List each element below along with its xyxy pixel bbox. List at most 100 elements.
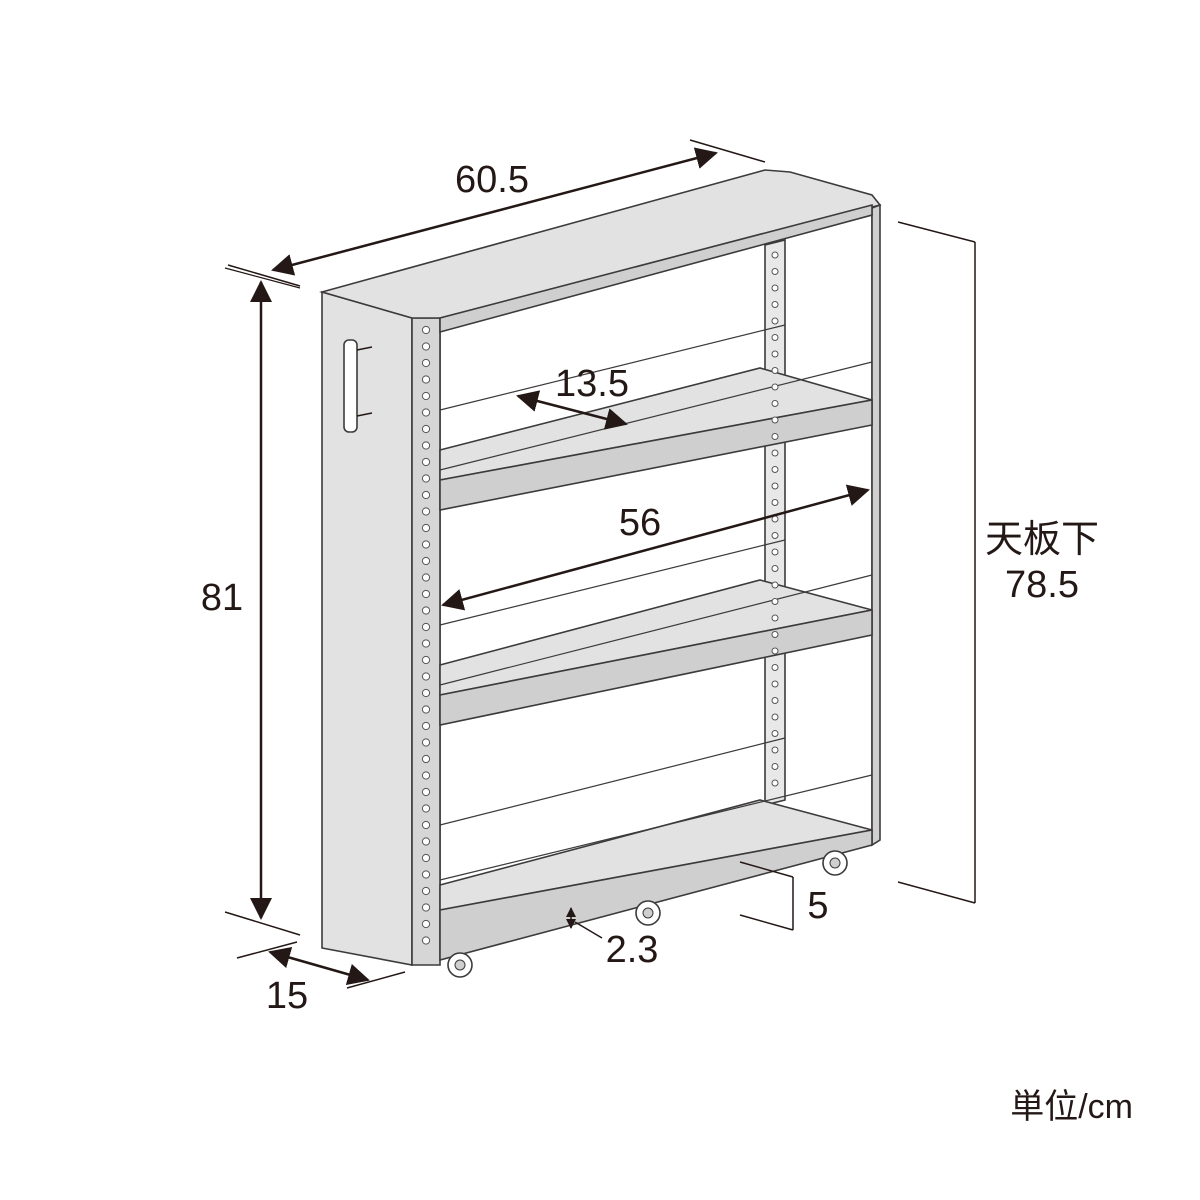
front-hole xyxy=(421,573,431,582)
rear-hole xyxy=(771,334,779,341)
front-hole xyxy=(421,342,431,351)
rear-hole xyxy=(771,416,779,424)
rear-hole xyxy=(771,367,779,374)
rear-hole xyxy=(771,251,779,259)
rear-hole xyxy=(771,482,779,490)
rear-hole xyxy=(771,449,779,457)
rear-hole xyxy=(771,350,779,358)
handle[interactable] xyxy=(343,339,358,433)
left-side-panel xyxy=(321,290,413,966)
front-hole xyxy=(421,358,431,368)
rear-hole xyxy=(771,730,779,737)
height-label: 81 xyxy=(201,577,243,619)
dimension-shelf-thickness: 2.3 xyxy=(566,907,659,971)
front-hole xyxy=(421,688,431,698)
rear-hole xyxy=(771,763,779,770)
under-top-value: 78.5 xyxy=(1005,564,1079,606)
rear-hole xyxy=(771,680,779,688)
front-hole xyxy=(421,837,431,846)
caster-rear-right xyxy=(822,850,848,876)
rear-hole xyxy=(771,565,779,572)
dimension-under-top: 天板下 78.5 xyxy=(897,221,1099,904)
rear-hole xyxy=(771,268,779,275)
front-hole xyxy=(421,556,431,566)
front-hole xyxy=(421,474,431,483)
right-side-edge xyxy=(871,203,881,847)
unit-label: 単位/cm xyxy=(1010,1088,1133,1126)
front-hole xyxy=(421,705,431,714)
rear-hole xyxy=(771,499,779,506)
front-hole xyxy=(421,903,431,912)
front-hole xyxy=(421,408,431,417)
caster-front-left xyxy=(447,952,473,978)
rear-hole xyxy=(771,433,779,440)
rear-hole xyxy=(771,532,779,539)
front-hole xyxy=(421,441,431,450)
shelf-unit xyxy=(319,169,882,978)
inner-width-label: 56 xyxy=(619,502,661,544)
dimension-bottom-clearance: 5 xyxy=(739,861,829,931)
rail-3 xyxy=(439,737,786,826)
front-hole xyxy=(421,639,431,648)
rear-hole xyxy=(771,746,779,754)
front-hole xyxy=(421,391,431,401)
front-hole xyxy=(421,853,431,863)
front-hole xyxy=(421,490,431,500)
front-hole xyxy=(421,589,431,599)
dimension-inner-width: 56 xyxy=(441,484,870,611)
dimension-height: 81 xyxy=(201,267,301,936)
shelf-thickness-label: 2.3 xyxy=(606,929,659,971)
dimension-depth: 15 xyxy=(236,941,406,1017)
rear-hole xyxy=(771,581,779,589)
rear-hole xyxy=(771,383,779,391)
bottom-clearance-label: 5 xyxy=(807,885,828,927)
front-hole xyxy=(421,754,431,764)
front-hole xyxy=(421,622,431,632)
under-top-label: 天板下 xyxy=(985,519,1099,561)
rear-hole xyxy=(771,713,779,721)
front-hole xyxy=(421,721,431,731)
rear-hole xyxy=(771,301,779,308)
shelf-depth-label: 13.5 xyxy=(555,363,629,405)
front-hole xyxy=(421,375,431,384)
front-hole xyxy=(421,507,431,516)
width-label: 60.5 xyxy=(455,159,529,201)
rear-hole xyxy=(771,284,779,292)
front-adjust-holes xyxy=(421,325,431,945)
rear-hole xyxy=(771,548,779,556)
rear-hole xyxy=(771,614,779,622)
front-hole xyxy=(421,738,431,747)
rail-front-1 xyxy=(439,361,873,471)
front-hole xyxy=(421,919,431,929)
front-hole xyxy=(421,886,431,896)
front-hole xyxy=(421,523,431,533)
rear-hole xyxy=(771,317,779,325)
front-hole xyxy=(421,540,431,549)
dimension-width: 60.5 xyxy=(227,139,766,287)
front-hole xyxy=(421,870,431,879)
front-hole xyxy=(421,672,431,681)
depth-label: 15 xyxy=(266,975,308,1017)
rear-hole xyxy=(771,779,779,787)
rail-1 xyxy=(439,324,786,411)
front-hole xyxy=(421,457,431,467)
front-hole xyxy=(421,771,431,780)
rear-hole xyxy=(771,466,779,473)
rear-hole xyxy=(771,647,779,655)
front-hole xyxy=(421,787,431,797)
bottom-shelf xyxy=(439,799,873,962)
rear-hole xyxy=(771,400,779,407)
rear-hole xyxy=(771,664,779,671)
rear-hole xyxy=(771,697,779,704)
front-hole xyxy=(421,424,431,434)
rear-hole xyxy=(771,598,779,605)
rail-front-3 xyxy=(439,774,873,881)
front-hole xyxy=(421,655,431,665)
front-hole xyxy=(421,606,431,615)
rear-hole xyxy=(771,631,779,638)
front-hole xyxy=(421,325,431,335)
front-hole xyxy=(421,820,431,830)
front-hole xyxy=(421,936,431,945)
caster-front-mid xyxy=(635,900,661,926)
